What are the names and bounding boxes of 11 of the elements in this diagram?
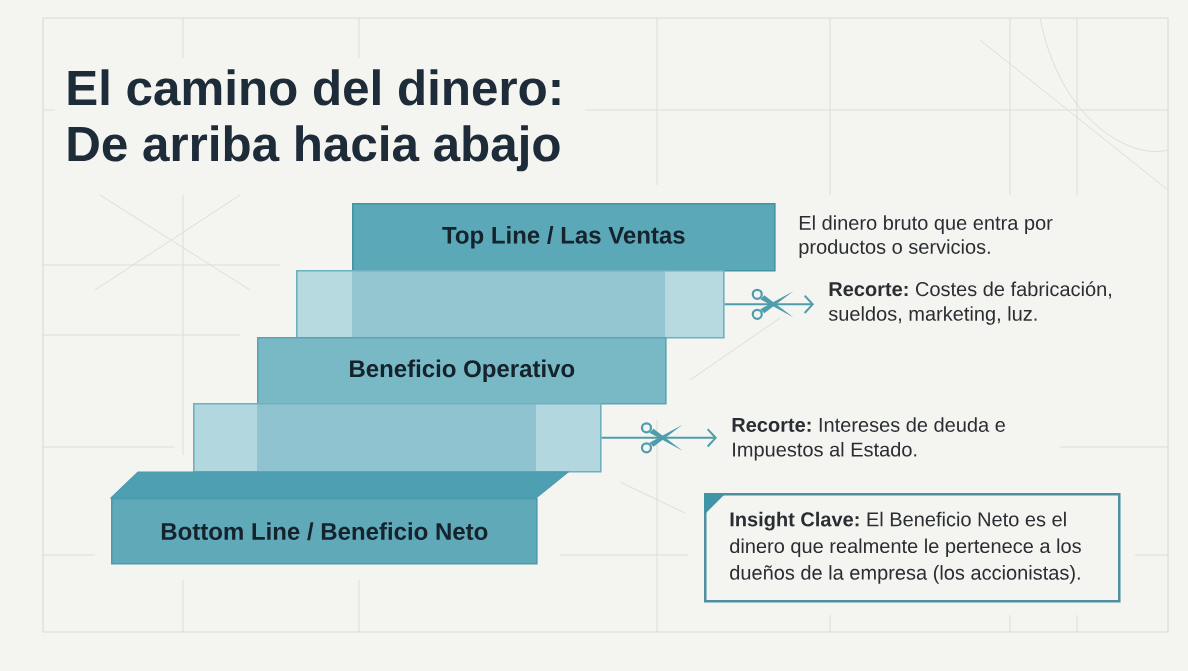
level-box: Beneficio Operativo	[257, 337, 667, 405]
band	[193, 403, 602, 473]
note-text: Recorte: Intereses de deuda e Impuestos al Estado.	[732, 417, 1005, 461]
band	[296, 270, 725, 339]
arrow	[600, 428, 717, 448]
note-text: El dinero bruto que entra por productos o servicios.	[799, 215, 1053, 258]
arrow	[723, 294, 814, 314]
note-text: Recorte: Costes de fabricación, sueldos, marketing, luz.	[828, 281, 1111, 325]
insight-box: Insight Clave: El Beneficio Neto es el dinero que realmente le pertenece a los dueños de la empresa (los accionistas).	[704, 493, 1121, 603]
title: El camino del dinero: De arriba hacia abajo	[68, 69, 560, 172]
level-box: Top Line / Las Ventas	[352, 203, 776, 272]
